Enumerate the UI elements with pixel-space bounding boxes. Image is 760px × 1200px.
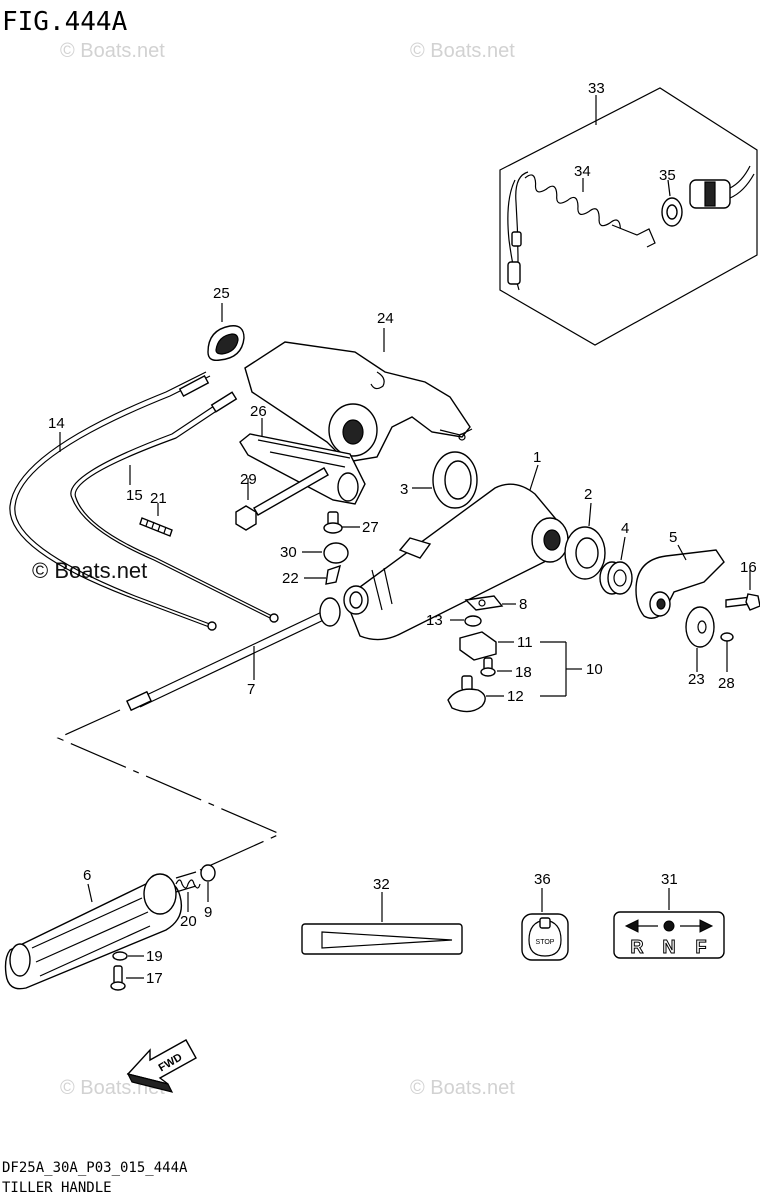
- watermark-bottom-right: © Boats.net: [410, 1077, 515, 1099]
- callout-33: 33: [588, 80, 605, 97]
- callout-26: 26: [250, 403, 267, 420]
- clip-part: [304, 564, 341, 585]
- callout-19: 19: [146, 948, 163, 965]
- screw-28-part: [720, 632, 734, 672]
- callout-28: 28: [718, 675, 735, 692]
- cap-9-part: [200, 864, 216, 902]
- callout-15: 15: [126, 487, 143, 504]
- watermark-top-left: © Boats.net: [60, 40, 165, 62]
- bracket-group-lines: [540, 641, 582, 697]
- callout-16: 16: [740, 559, 757, 576]
- tiller-handle-part: [343, 464, 569, 641]
- grip-part: [4, 873, 183, 990]
- callout-9: 9: [204, 904, 212, 921]
- callout-8: 8: [519, 596, 527, 613]
- callout-29: 29: [240, 471, 257, 488]
- callout-12: 12: [507, 688, 524, 705]
- callout-5: 5: [669, 529, 677, 546]
- callout-35: 35: [659, 167, 676, 184]
- cable-clamp-part: [239, 418, 366, 505]
- shift-decal-r: R: [631, 937, 644, 957]
- callout-2: 2: [584, 486, 592, 503]
- ring-part: [412, 451, 478, 509]
- washer-13-part: [450, 615, 482, 627]
- throttle-cable-part: [9, 371, 217, 631]
- shift-decal-n: N: [663, 937, 676, 957]
- seal-part: [564, 502, 606, 580]
- tiller-bracket-part: [244, 328, 473, 463]
- spring-part: [175, 871, 201, 912]
- bushing-part: [599, 536, 633, 595]
- callout-20: 20: [180, 913, 197, 930]
- plate-part: [464, 595, 516, 611]
- watermark-top-right: © Boats.net: [410, 40, 515, 62]
- callout-4: 4: [621, 520, 629, 537]
- stop-switch-kit-box: [499, 87, 758, 346]
- footer-code: DF25A_30A_P03_015_444A: [2, 1160, 188, 1176]
- shift-decal-part: [613, 888, 725, 959]
- callout-34: 34: [574, 163, 591, 180]
- cap-part: [302, 542, 349, 564]
- bolt-16-part: [725, 570, 760, 611]
- callout-21: 21: [150, 490, 167, 507]
- callout-14: 14: [48, 415, 65, 432]
- callout-6: 6: [83, 867, 91, 884]
- footer-caption: TILLER HANDLE: [2, 1180, 112, 1196]
- callout-27: 27: [362, 519, 379, 536]
- callout-1: 1: [533, 449, 541, 466]
- stop-switch-part: [447, 675, 504, 713]
- decal-32-part: [301, 892, 463, 955]
- callout-22: 22: [282, 570, 299, 587]
- callout-11: 11: [517, 634, 533, 651]
- callout-25: 25: [213, 285, 230, 302]
- callout-10: 10: [586, 661, 603, 678]
- callout-18: 18: [515, 664, 532, 681]
- stop-decal-text: STOP: [536, 939, 555, 946]
- screw-17-part: [110, 965, 144, 991]
- washer-part: [685, 606, 715, 672]
- watermark-center-left: © Boats.net: [32, 558, 147, 583]
- stop-decal-part: [521, 888, 569, 961]
- throttle-shaft-part: [125, 597, 341, 712]
- bolt-part: [235, 467, 329, 531]
- stop-switch-bracket-part: [459, 631, 514, 661]
- callout-3: 3: [400, 481, 408, 498]
- callout-7: 7: [247, 681, 255, 698]
- grommet-part: [207, 303, 245, 362]
- friction-knob-part: [635, 544, 725, 619]
- cable-sleeve-part: [139, 503, 173, 537]
- figure-title: FIG.444A: [2, 7, 128, 37]
- washer-19-part: [112, 951, 144, 961]
- callout-30: 30: [280, 544, 297, 561]
- callout-36: 36: [534, 871, 551, 888]
- screw-18-part: [480, 657, 512, 677]
- callout-13: 13: [426, 612, 443, 629]
- callout-31: 31: [661, 871, 678, 888]
- callout-32: 32: [373, 876, 390, 893]
- callout-23: 23: [688, 671, 705, 688]
- connection-line: [56, 709, 282, 871]
- callout-17: 17: [146, 970, 163, 987]
- shift-decal-f: F: [696, 937, 707, 957]
- screw-part: [323, 511, 360, 534]
- fwd-arrow-icon: [126, 1039, 197, 1093]
- shift-cable-part: [70, 391, 279, 623]
- callout-24: 24: [377, 310, 394, 327]
